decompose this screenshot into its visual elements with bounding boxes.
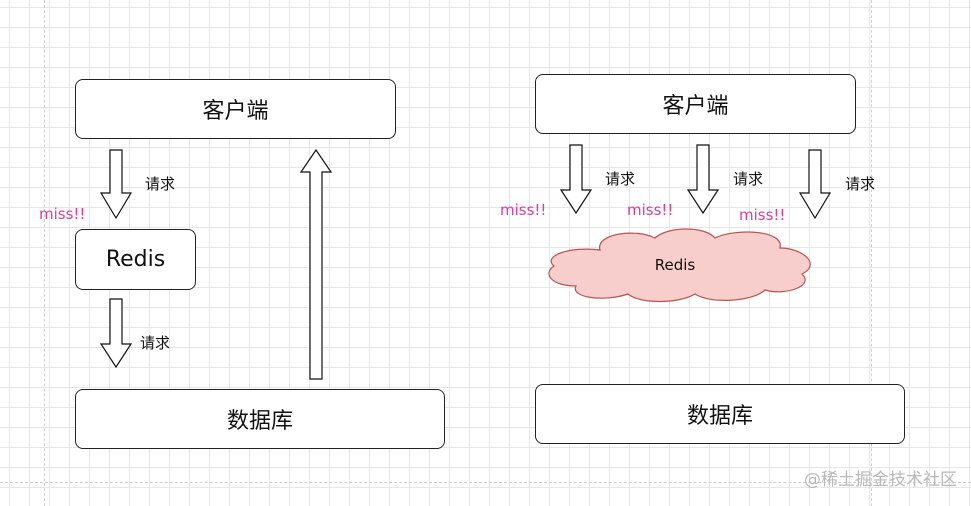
left-redis-box: Redis [75,229,196,290]
guide-line-left [44,0,45,506]
right-miss-label-1: miss!! [500,201,547,219]
right-redis-label: Redis [654,256,696,274]
left-request-label-1: 请求 [145,175,176,193]
left-client-label: 客户端 [202,99,269,124]
left-database-box: 数据库 [75,389,445,449]
guide-line-bottom [0,482,971,483]
redis-cloud [548,228,811,303]
left-up-arrow [299,148,333,380]
left-down-arrow-1 [99,149,133,220]
right-miss-label-2: miss!! [627,201,674,219]
left-request-label-2: 请求 [140,334,171,352]
right-database-box: 数据库 [535,384,905,444]
right-down-arrow-1 [559,144,593,215]
watermark: @稀土掘金技术社区 [804,470,957,490]
right-request-label-2: 请求 [733,170,764,188]
left-redis-label: Redis [105,247,166,272]
guide-line-right [871,0,872,506]
right-down-arrow-3 [798,149,832,220]
right-miss-label-3: miss!! [739,206,786,224]
right-client-label: 客户端 [662,94,729,119]
left-miss-label: miss!! [39,205,86,223]
left-database-label: 数据库 [226,409,293,434]
right-client-box: 客户端 [535,74,856,134]
right-request-label-3: 请求 [845,175,876,193]
left-down-arrow-2 [99,298,133,369]
right-request-label-1: 请求 [605,170,636,188]
right-down-arrow-2 [686,144,720,215]
right-database-label: 数据库 [686,404,753,429]
left-client-box: 客户端 [75,79,396,139]
